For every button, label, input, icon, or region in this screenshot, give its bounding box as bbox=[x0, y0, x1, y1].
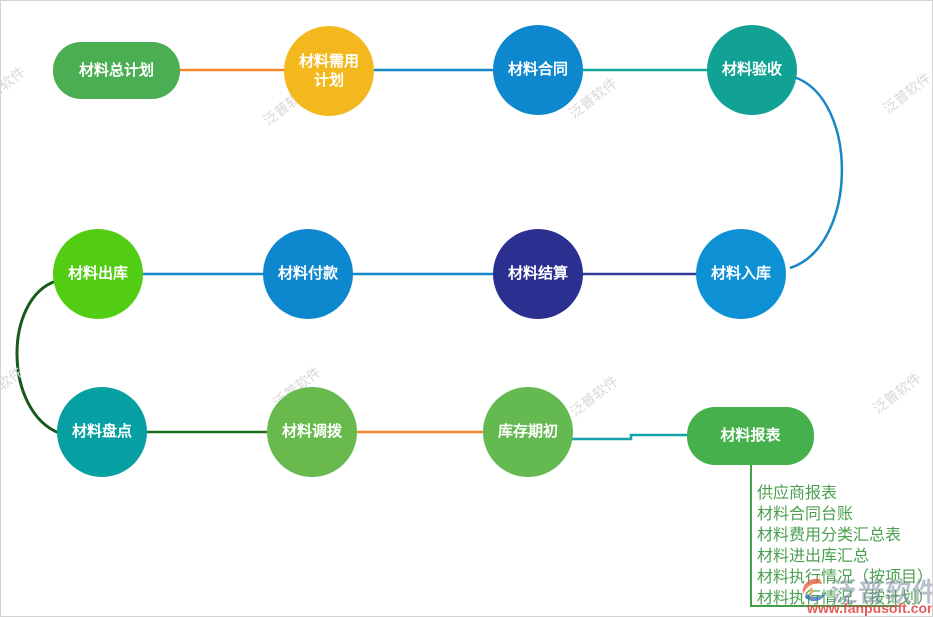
report-list: 供应商报表 材料合同台账 材料费用分类汇总表 材料进出库汇总 材料执行情况（按项… bbox=[757, 483, 933, 609]
node-label: 材料盘点 bbox=[71, 423, 132, 441]
node-label: 材料付款 bbox=[277, 265, 338, 283]
node-material-requirement-plan: 材料需用计划 bbox=[284, 26, 374, 116]
edge-acceptance-to-inbound-curve bbox=[789, 75, 844, 270]
node-material-master-plan: 材料总计划 bbox=[53, 42, 180, 99]
node-opening-inventory: 库存期初 bbox=[483, 387, 573, 477]
report-list-item: 材料执行情况（按计划） bbox=[757, 590, 933, 607]
node-material-inbound: 材料入库 bbox=[696, 229, 786, 319]
node-label: 材料结算 bbox=[507, 265, 568, 283]
node-material-outbound: 材料出库 bbox=[53, 229, 143, 319]
node-label: 材料报表 bbox=[720, 427, 781, 445]
node-material-transfer: 材料调拨 bbox=[267, 387, 357, 477]
node-label: 材料出库 bbox=[67, 265, 128, 283]
node-material-settlement: 材料结算 bbox=[493, 229, 583, 319]
node-label: 材料需用计划 bbox=[298, 52, 359, 90]
node-label: 材料验收 bbox=[721, 61, 782, 79]
node-material-payment: 材料付款 bbox=[263, 229, 353, 319]
edge-opening-to-reports bbox=[572, 433, 688, 441]
report-list-item: 材料费用分类汇总表 bbox=[757, 527, 902, 544]
node-label: 材料合同 bbox=[507, 61, 568, 79]
edge-outbound-to-stocktaking-curve bbox=[15, 279, 60, 435]
node-material-reports: 材料报表 bbox=[687, 407, 814, 465]
node-material-stocktaking: 材料盘点 bbox=[57, 387, 147, 477]
report-list-item: 材料进出库汇总 bbox=[757, 548, 870, 565]
report-list-item: 材料执行情况（按项目） bbox=[757, 569, 933, 586]
node-label: 材料总计划 bbox=[78, 61, 154, 79]
edge-reports-to-list-bracket bbox=[750, 465, 898, 607]
node-label: 材料调拨 bbox=[281, 423, 342, 441]
report-list-item: 供应商报表 bbox=[757, 485, 838, 502]
node-material-contract: 材料合同 bbox=[493, 25, 583, 115]
node-label: 材料入库 bbox=[710, 265, 771, 283]
node-label: 库存期初 bbox=[497, 423, 558, 441]
node-material-acceptance: 材料验收 bbox=[707, 25, 797, 115]
report-list-item: 材料合同台账 bbox=[757, 506, 854, 523]
